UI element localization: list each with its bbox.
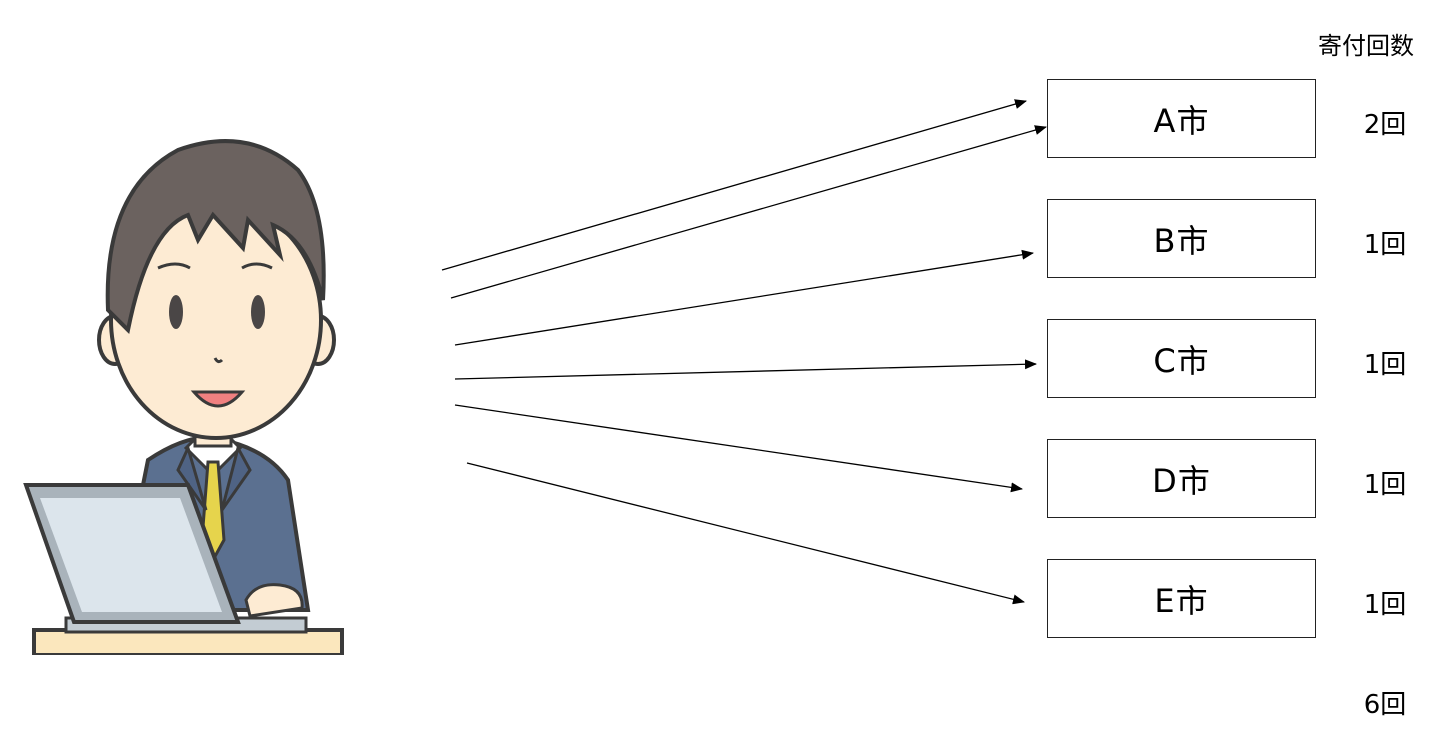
city-label-d: D市 (1152, 461, 1211, 500)
city-label-c: C市 (1153, 341, 1210, 380)
city-label-b: B市 (1153, 221, 1210, 260)
count-a: 2回 (1363, 110, 1407, 140)
arrow-to-e (466, 462, 1025, 605)
arrow-to-a-1 (441, 99, 1027, 271)
count-d: 1回 (1363, 470, 1407, 500)
city-box-c: C市 (1047, 319, 1316, 398)
city-label-e: E市 (1154, 581, 1209, 620)
donation-count-header: 寄付回数 (1318, 32, 1414, 60)
businessman-with-laptop-icon (23, 139, 344, 655)
city-label-a: A市 (1153, 101, 1210, 140)
arrow-to-a-2 (450, 125, 1047, 299)
count-b: 1回 (1363, 230, 1407, 260)
city-box-a: A市 (1047, 79, 1316, 158)
count-total: 6回 (1363, 690, 1407, 720)
city-box-b: B市 (1047, 199, 1316, 278)
city-box-d: D市 (1047, 439, 1316, 518)
city-box-e: E市 (1047, 559, 1316, 638)
arrow-to-b (454, 249, 1034, 346)
count-c: 1回 (1363, 350, 1407, 380)
arrow-to-d (454, 404, 1023, 493)
arrow-to-c (454, 359, 1037, 380)
count-e: 1回 (1363, 590, 1407, 620)
